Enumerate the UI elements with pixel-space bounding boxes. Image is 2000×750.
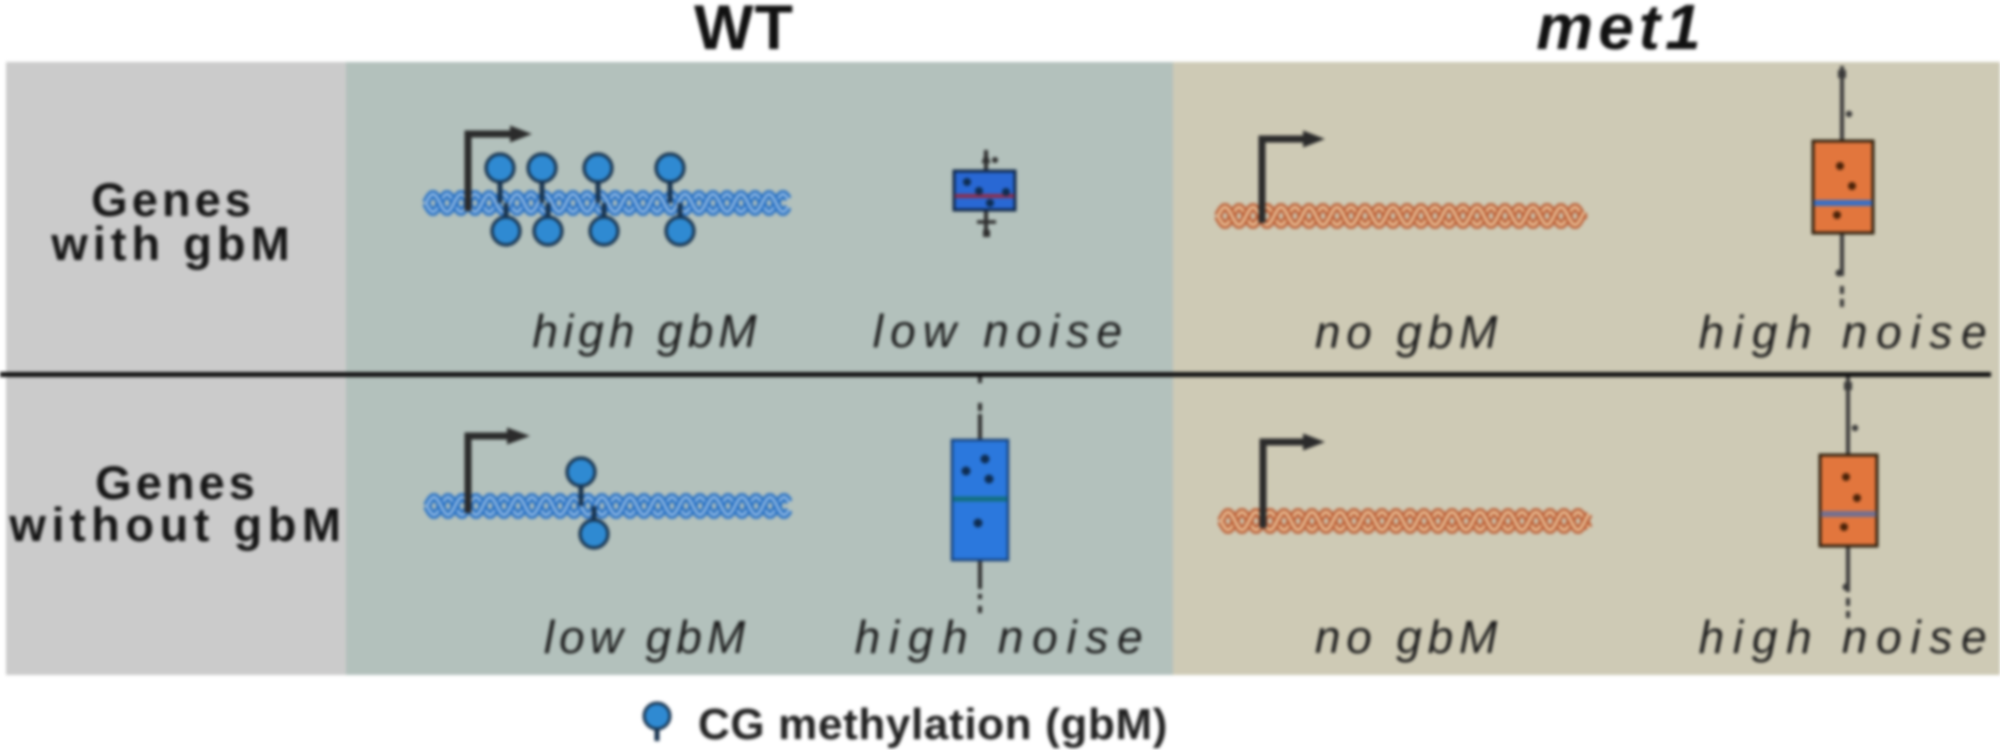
svg-text:low gbM: low gbM [544,611,750,663]
svg-text:met1: met1 [1536,0,1705,63]
svg-text:high noise: high noise [1699,611,1996,663]
svg-text:with gbM: with gbM [50,217,295,270]
svg-text:without gbM: without gbM [8,498,346,551]
svg-text:low noise: low noise [873,305,1130,357]
svg-text:CG methylation (gbM): CG methylation (gbM) [698,700,1168,749]
svg-text:high gbM: high gbM [532,305,761,357]
svg-text:high noise: high noise [855,611,1152,663]
svg-text:no gbM: no gbM [1315,611,1503,663]
svg-text:high noise: high noise [1699,306,1996,358]
svg-text:no gbM: no gbM [1315,306,1503,358]
svg-text:WT: WT [694,0,794,63]
svg-text:Genes: Genes [95,456,259,509]
svg-text:Genes: Genes [91,173,255,226]
